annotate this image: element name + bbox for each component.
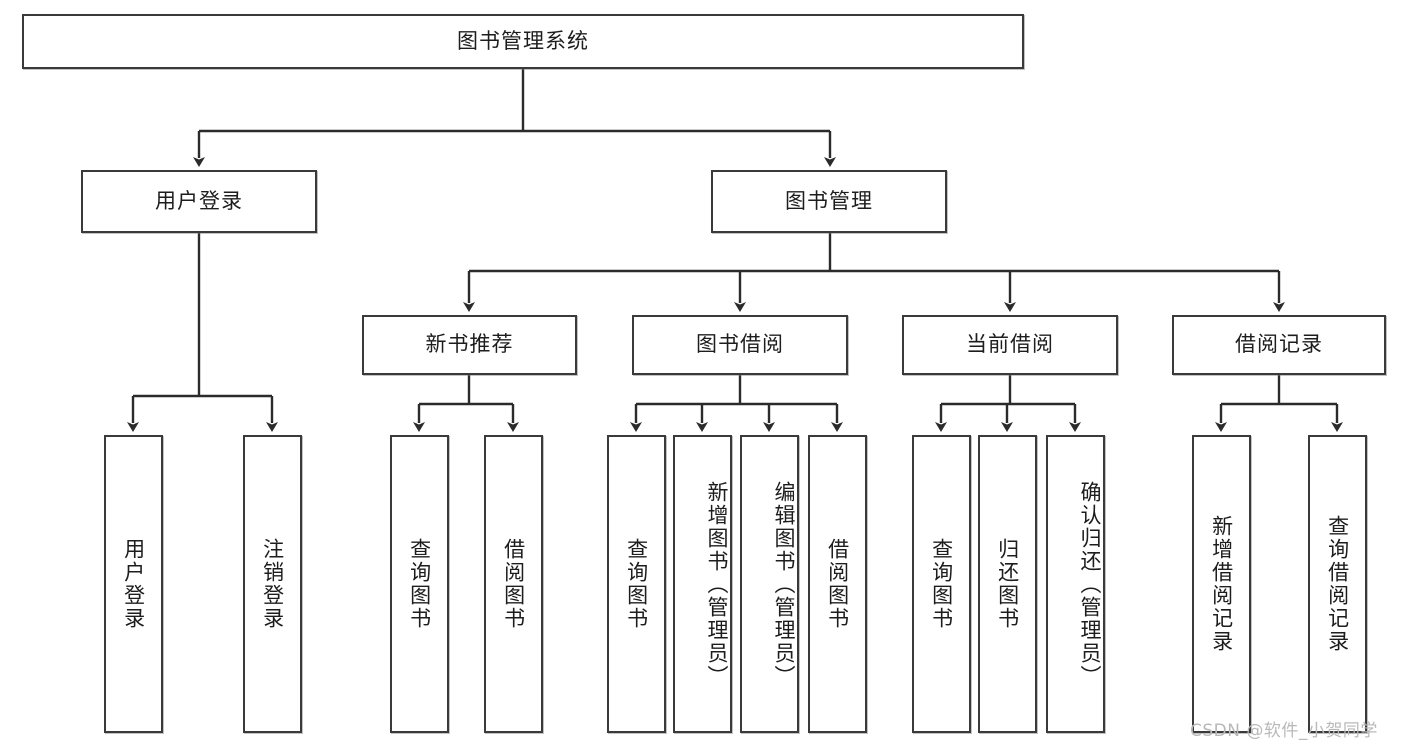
node-borrow-record[interactable]: 借阅记录 bbox=[1172, 315, 1386, 375]
node-label: 图书借阅 bbox=[696, 332, 784, 357]
node-label: 当前借阅 bbox=[966, 332, 1054, 357]
node-book-borrow[interactable]: 图书借阅 bbox=[632, 315, 848, 375]
node-root-book-management-system[interactable]: 图书管理系统 bbox=[22, 14, 1024, 69]
leaf-borrow-add-book-admin[interactable]: 新增图书（管理员） bbox=[673, 435, 732, 733]
node-label: 新书推荐 bbox=[425, 332, 514, 357]
node-label: 借阅图书 bbox=[825, 538, 850, 630]
leaf-current-query-book[interactable]: 查询图书 bbox=[912, 435, 971, 733]
node-user-login[interactable]: 用户登录 bbox=[81, 170, 317, 233]
node-label: 新增图书（管理员） bbox=[705, 480, 729, 688]
node-label: 图书管理系统 bbox=[457, 28, 589, 53]
node-label: 新增借阅记录 bbox=[1209, 515, 1234, 653]
leaf-borrow-edit-book-admin[interactable]: 编辑图书（管理员） bbox=[740, 435, 799, 733]
leaf-current-return-book[interactable]: 归还图书 bbox=[978, 435, 1037, 733]
leaf-user-login-signout[interactable]: 注销登录 bbox=[243, 435, 302, 733]
node-label: 查询图书 bbox=[624, 538, 649, 630]
node-label: 查询借阅记录 bbox=[1325, 515, 1350, 653]
node-book-management[interactable]: 图书管理 bbox=[711, 170, 947, 233]
node-label: 编辑图书（管理员） bbox=[772, 480, 796, 688]
node-label: 归还图书 bbox=[995, 538, 1020, 630]
leaf-record-add-record[interactable]: 新增借阅记录 bbox=[1192, 435, 1251, 733]
node-label: 确认归还（管理员） bbox=[1078, 480, 1102, 688]
node-label: 图书管理 bbox=[785, 188, 873, 213]
leaf-recommend-query-book[interactable]: 查询图书 bbox=[390, 435, 449, 733]
node-label: 查询图书 bbox=[407, 538, 432, 630]
node-label: 用户登录 bbox=[155, 188, 243, 213]
node-label: 用户登录 bbox=[121, 538, 146, 630]
leaf-recommend-borrow-book[interactable]: 借阅图书 bbox=[484, 435, 543, 733]
csdn-watermark: CSDN @软件_小贺同学 bbox=[1190, 721, 1378, 741]
leaf-borrow-query-book[interactable]: 查询图书 bbox=[607, 435, 666, 733]
node-label: 注销登录 bbox=[260, 538, 285, 630]
node-label: 借阅记录 bbox=[1235, 332, 1323, 357]
node-label: 借阅图书 bbox=[501, 538, 526, 630]
leaf-current-confirm-return-admin[interactable]: 确认归还（管理员） bbox=[1046, 435, 1105, 733]
leaf-borrow-borrow-book[interactable]: 借阅图书 bbox=[808, 435, 867, 733]
leaf-record-query-record[interactable]: 查询借阅记录 bbox=[1308, 435, 1367, 733]
node-new-book-recommend[interactable]: 新书推荐 bbox=[362, 315, 577, 375]
node-label: 查询图书 bbox=[929, 538, 954, 630]
node-current-borrow[interactable]: 当前借阅 bbox=[902, 315, 1118, 375]
leaf-user-login-signin[interactable]: 用户登录 bbox=[104, 435, 163, 733]
